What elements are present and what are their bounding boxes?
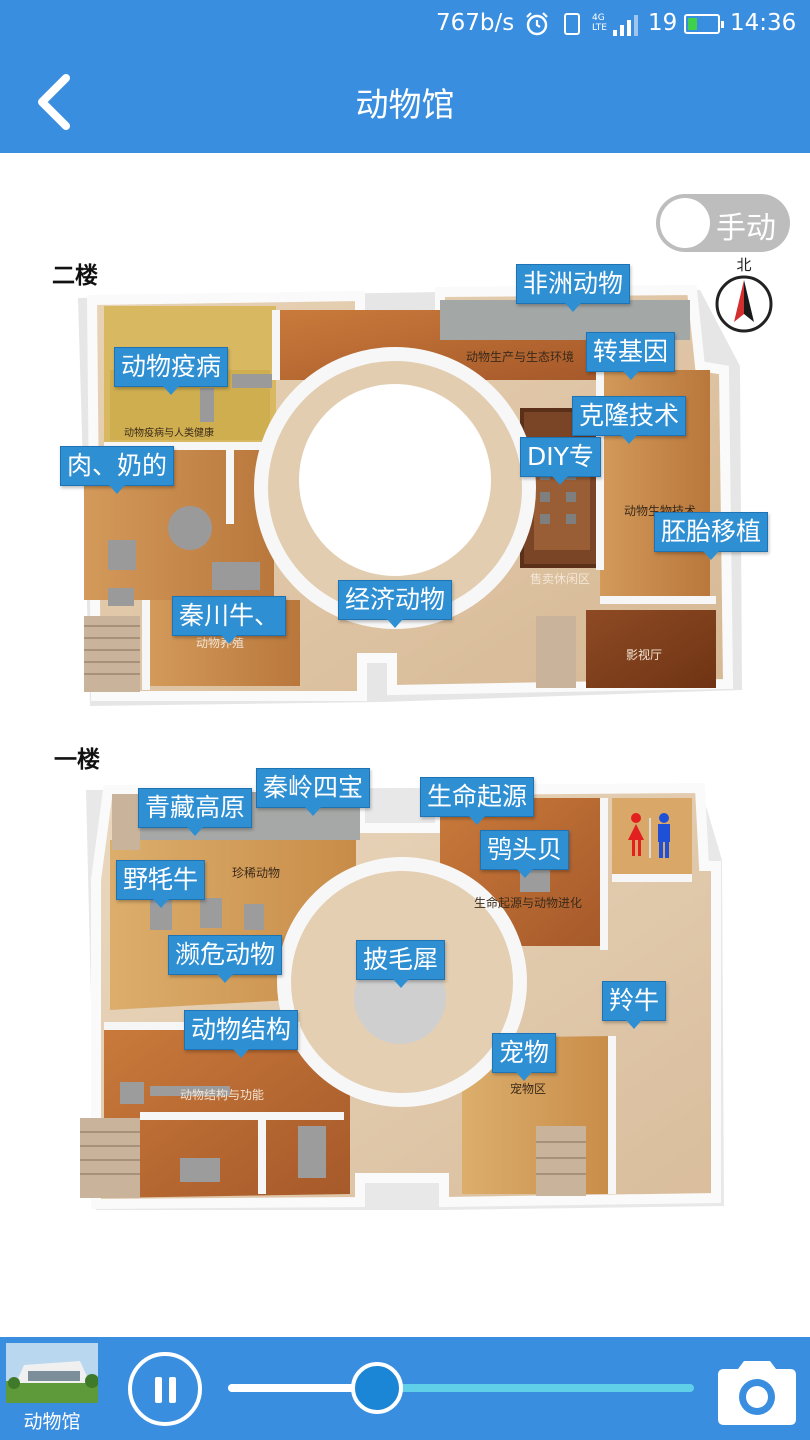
exhibit-pin[interactable]: 动物疫病: [114, 347, 229, 395]
exhibit-pin[interactable]: 肉、奶的: [60, 446, 175, 494]
room-label: 影视厅: [626, 648, 663, 662]
room-label: 生命起源与动物进化: [474, 896, 583, 910]
exhibit-pin[interactable]: 披毛犀: [356, 940, 446, 988]
room-label: 售卖休闲区: [530, 572, 591, 586]
network-type-bottom: LTE: [592, 23, 607, 33]
battery-icon: [684, 14, 724, 34]
status-bar: 767b/s 4G LTE 19 14:36: [0, 0, 810, 50]
exhibit-pin[interactable]: 生命起源: [420, 777, 535, 825]
first-floor-map: [80, 782, 724, 1210]
exhibit-pin[interactable]: 秦岭四宝: [256, 768, 371, 816]
network-speed: 767b/s: [436, 10, 515, 36]
exhibit-pin[interactable]: 非洲动物: [516, 264, 631, 312]
room-label: 珍稀动物: [232, 866, 281, 880]
room-label: 动物生产与生态环境: [466, 350, 575, 364]
exhibit-pin[interactable]: 克隆技术: [572, 396, 687, 444]
camera-icon[interactable]: [712, 1355, 802, 1427]
alarm-icon: [526, 12, 548, 36]
second-floor-map: [78, 284, 742, 706]
exhibit-pin[interactable]: 鸮头贝: [480, 830, 570, 878]
mode-toggle[interactable]: 手动: [656, 194, 790, 252]
exhibit-pin[interactable]: 青藏高原: [138, 788, 253, 836]
chevron-left-icon[interactable]: [30, 72, 80, 132]
progress-fill: [228, 1384, 378, 1392]
exhibit-pin[interactable]: 胚胎移植: [654, 512, 769, 560]
toggle-knob: [660, 198, 710, 248]
sim-card-icon: [564, 13, 580, 35]
nav-bar: 动物馆: [0, 50, 810, 153]
exhibit-pin[interactable]: 羚牛: [602, 981, 667, 1029]
audio-player-bar: 动物馆: [0, 1337, 810, 1440]
exhibit-pin[interactable]: 野牦牛: [116, 860, 206, 908]
battery-level: 19: [648, 10, 678, 36]
progress-handle[interactable]: [351, 1362, 404, 1414]
signal-icon: [613, 15, 638, 36]
floor-label-first: 一楼: [54, 747, 100, 773]
exhibit-pin[interactable]: 宠物: [492, 1033, 557, 1081]
progress-slider[interactable]: [228, 1362, 694, 1414]
network-type: 4G LTE: [592, 13, 607, 33]
network-type-top: 4G: [592, 13, 605, 23]
compass-north-label: 北: [736, 256, 752, 274]
exhibit-pin[interactable]: 秦川牛、: [172, 596, 287, 644]
room-label: 宠物区: [510, 1082, 547, 1096]
exhibit-pin[interactable]: 动物结构: [184, 1010, 299, 1058]
thumbnail-caption: 动物馆: [23, 1411, 81, 1433]
floor-label-second: 二楼: [52, 263, 98, 289]
exhibit-pin[interactable]: DIY专: [520, 437, 601, 485]
room-label: 动物疫病与人类健康: [124, 428, 214, 439]
compass: 北: [712, 254, 776, 338]
exhibit-pin[interactable]: 经济动物: [338, 580, 453, 628]
clock: 14:36: [730, 10, 797, 36]
pause-button[interactable]: [128, 1352, 202, 1426]
compass-icon: [715, 275, 773, 333]
mode-toggle-label: 手动: [716, 211, 776, 246]
exhibit-pin[interactable]: 濒危动物: [168, 935, 283, 983]
page-title: 动物馆: [355, 85, 455, 124]
exhibit-pin[interactable]: 转基因: [586, 332, 676, 380]
room-label: 动物结构与功能: [180, 1088, 265, 1102]
restroom-icon: [628, 813, 670, 858]
museum-thumbnail[interactable]: [6, 1343, 98, 1403]
